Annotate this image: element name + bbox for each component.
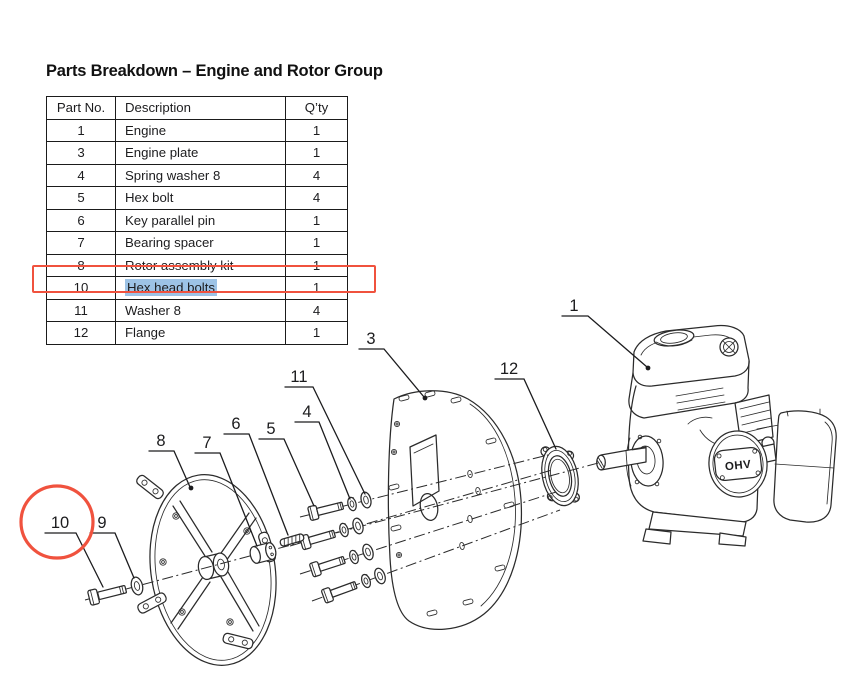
callout-10: 10 (44, 514, 104, 588)
svg-text:7: 7 (202, 434, 211, 452)
flail-blade (137, 592, 167, 614)
fuel-cap (653, 329, 695, 347)
parts-table-body: 1 Engine 1 3 Engine plate 1 4 Spring was… (46, 118, 348, 345)
table-row: 5 Hex bolt 4 (46, 186, 348, 210)
spring-washer (360, 573, 372, 589)
description-text: Hex bolt (125, 190, 174, 206)
washer (374, 567, 386, 585)
hardware-drawing (87, 491, 386, 606)
parts-table: Part No. Description Q’ty 1 Engine 1 3 E… (46, 96, 348, 345)
crankcase-shaft (596, 434, 664, 487)
description-text: Flange (125, 325, 166, 341)
page-title: Parts Breakdown – Engine and Rotor Group (46, 62, 383, 80)
svg-text:3: 3 (366, 330, 375, 348)
spring-washer (339, 522, 349, 538)
svg-text:1: 1 (569, 297, 578, 315)
hex-head-bolt-10 (87, 585, 127, 606)
spring-washer (349, 549, 359, 565)
circled-callout-annotation (19, 484, 95, 560)
svg-text:8: 8 (156, 432, 165, 450)
callout-6: 6 (223, 415, 289, 536)
cell-description: Engine plate (115, 141, 286, 165)
table-row: 6 Key parallel pin 1 (46, 208, 348, 232)
table-row-highlighted: 10 Hex head bolts 1 (46, 276, 348, 300)
cell-part-no: 11 (46, 298, 116, 322)
callout-3: 3 (358, 330, 428, 401)
cell-description: Hex bolt (115, 186, 286, 210)
washer (362, 543, 374, 561)
rotor-hub (197, 552, 230, 581)
hex-bolt (299, 529, 336, 551)
bearing-spacer (249, 542, 277, 564)
cell-description: Washer 8 (115, 298, 286, 322)
callout-4: 4 (294, 403, 351, 500)
plate-slot-holes (388, 390, 515, 617)
svg-text:6: 6 (231, 415, 240, 433)
callout-7: 7 (194, 434, 258, 547)
rotor-bolt-heads (159, 512, 251, 626)
flail-blade (136, 474, 164, 500)
washer (360, 491, 372, 509)
cell-qty: 1 (285, 208, 348, 232)
svg-text:12: 12 (500, 360, 518, 378)
callout-12: 12 (494, 360, 557, 450)
table-header-row: Part No. Description Q’ty (46, 96, 348, 120)
engine-badge-text: OHV (724, 459, 752, 474)
spring-washer (347, 496, 357, 512)
cell-part-no: 5 (46, 186, 116, 210)
description-text: Key parallel pin (125, 212, 216, 228)
oil-cap (719, 337, 739, 357)
cell-qty: 4 (285, 163, 348, 187)
svg-text:4: 4 (302, 403, 311, 421)
table-row: 3 Engine plate 1 (46, 141, 348, 165)
engine-drawing: OHV (596, 324, 837, 547)
washer (352, 517, 364, 535)
description-text: Washer 8 (125, 302, 181, 318)
svg-text:9: 9 (97, 514, 106, 532)
description-text: Spring washer 8 (125, 167, 221, 183)
hex-bolt (309, 556, 346, 578)
recoil-starter: OHV (708, 430, 768, 498)
air-cleaner (773, 408, 837, 523)
table-row: 12 Flange 1 (46, 321, 348, 345)
table-row: 4 Spring washer 8 4 (46, 163, 348, 187)
cell-description: Key parallel pin (115, 208, 286, 232)
flail-blade (222, 632, 254, 650)
description-text: Engine (125, 122, 167, 138)
svg-text:5: 5 (266, 420, 275, 438)
cell-description: Bearing spacer (115, 231, 286, 255)
svg-text:10: 10 (51, 514, 69, 532)
cell-qty: 1 (285, 118, 348, 142)
callout-8: 8 (148, 432, 194, 491)
description-text: Bearing spacer (125, 235, 214, 251)
cell-description: Engine (115, 118, 286, 142)
engine-plate-drawing (387, 390, 523, 630)
callout-1: 1 (561, 297, 651, 371)
table-row: 7 Bearing spacer 1 (46, 231, 348, 255)
description-text: Engine plate (125, 145, 199, 161)
callout-9: 9 (89, 514, 135, 579)
callouts: 1 3 12 11 4 5 (44, 297, 651, 588)
rotor-assembly-drawing (136, 474, 277, 666)
cell-qty: 1 (285, 141, 348, 165)
cell-qty: 1 (285, 231, 348, 255)
flange-drawing (540, 445, 580, 507)
table-row: 1 Engine 1 (46, 118, 348, 142)
cell-description: Flange (115, 321, 286, 345)
col-header-description: Description (115, 96, 286, 120)
cell-qty: 4 (285, 186, 348, 210)
washer-9 (130, 576, 144, 596)
svg-text:11: 11 (290, 368, 307, 386)
callout-5: 5 (258, 420, 315, 507)
cell-description: Spring washer 8 (115, 163, 286, 187)
callout-11: 11 (284, 368, 366, 495)
cell-qty: 1 (285, 321, 348, 345)
key-parallel-pin (279, 533, 305, 547)
hex-bolt (307, 501, 344, 521)
hex-bolt (321, 581, 358, 604)
